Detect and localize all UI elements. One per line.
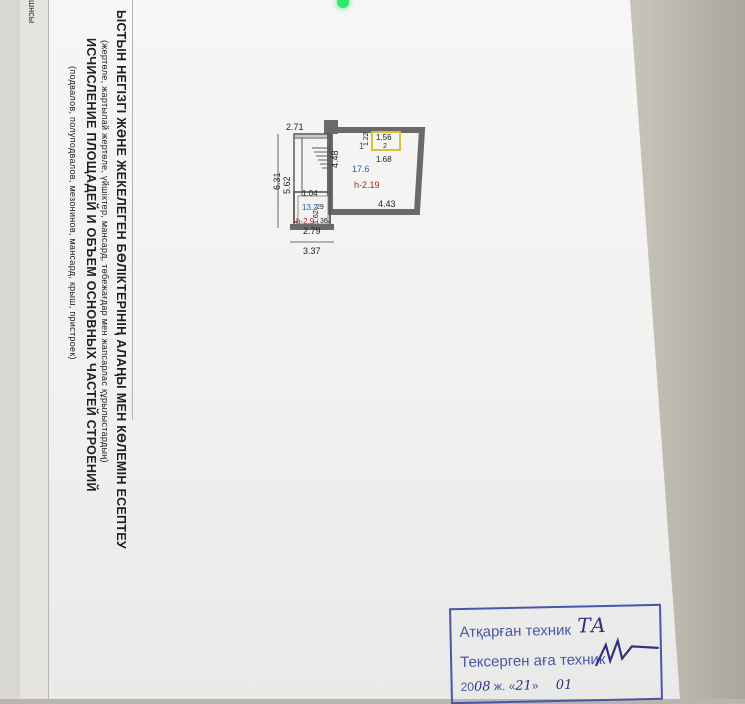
header-ru-subtitle: (подвалов, полуподвалов, мезонинов, манс… xyxy=(68,66,78,360)
dim-room-width: 4.43 xyxy=(378,199,396,209)
stair-steps xyxy=(312,147,330,169)
room3-height: h-2.9 xyxy=(296,217,315,226)
signature-1: ТА xyxy=(577,612,607,638)
room2-number: 2 xyxy=(383,143,387,150)
dim-closet-width: 1.56 xyxy=(376,133,392,142)
room3-inner xyxy=(297,195,329,225)
stamp-day: 21 xyxy=(515,678,532,694)
header-ru-title: ИСЧИСЛЕНИЕ ПЛОЩАДЕЙ И ОБЪЕМ ОСНОВНЫХ ЧАС… xyxy=(84,38,98,492)
dim-closet-h1: 1.22 xyxy=(363,132,370,146)
stamp-month: 01 xyxy=(555,677,573,694)
header-kz-title: ЫСТЫН НЕГІЗГІ ЖӘНЕ ЖЕКЕЛЕГЕН БӨЛІКТЕРІНІ… xyxy=(114,10,128,549)
room3-bottom-wall xyxy=(290,224,334,230)
dim-bottom-inner: 2.79 xyxy=(303,226,321,236)
signature-2 xyxy=(595,636,659,667)
stamp-line-executed: Атқарған техник xyxy=(459,621,572,642)
stamp-date: 2008 ж. «21» 01 xyxy=(461,678,573,695)
closet-outline xyxy=(371,131,401,151)
dim-left-height: 6.31 xyxy=(272,172,282,190)
dim-small-a: 29 xyxy=(316,204,324,211)
document-sheet: шнсы ЫСТЫН НЕГІЗГІ ЖӘНЕ ЖЕКЕЛЕГЕН БӨЛІКТ… xyxy=(20,0,680,699)
stamp-date-mid: ж. « xyxy=(493,678,516,694)
floor-plan: 2.71 6.31 5.62 4.48 2.79 3.37 4.43 1.56 … xyxy=(272,120,426,256)
dim-small-b: 1.62 xyxy=(313,210,320,224)
technician-stamp: Атқарған техник Тексерген аға техник 200… xyxy=(449,603,663,704)
room1-walls xyxy=(327,127,426,215)
dim-inner-height: 5.62 xyxy=(282,176,292,194)
strip-text: шнсы xyxy=(27,0,37,24)
dim-stair-width: 1.04 xyxy=(302,189,318,198)
dim-top-left: 2.71 xyxy=(286,122,304,132)
stamp-date-end: » xyxy=(531,678,539,693)
dim-room-height: 4.48 xyxy=(330,150,340,168)
stamp-date-prefix: 20 xyxy=(460,679,475,695)
frame-line xyxy=(132,0,133,420)
wall-corner xyxy=(324,120,338,134)
dim-bottom-outer: 3.37 xyxy=(303,246,321,256)
stamp-line-checked: Тексерген аға техник xyxy=(459,650,606,672)
dim-small-c: 36 xyxy=(320,218,328,225)
binding-strip: шнсы xyxy=(20,0,49,699)
stamp-year: 08 xyxy=(473,679,491,695)
room1-area: 17.6 xyxy=(352,164,370,174)
header-kz-subtitle: (жертөле, жартылай жертөле, үйшіктер, ма… xyxy=(100,40,110,463)
room1-height: h-2.19 xyxy=(354,180,380,190)
camera-indicator xyxy=(337,0,349,8)
room1-number: 1 xyxy=(359,141,364,151)
vertical-header: ЫСТЫН НЕГІЗГІ ЖӘНЕ ЖЕКЕЛЕГЕН БӨЛІКТЕРІНІ… xyxy=(52,10,142,549)
dim-closet-h2: 1.68 xyxy=(376,155,392,164)
room3-area: 13.2 xyxy=(302,203,318,212)
